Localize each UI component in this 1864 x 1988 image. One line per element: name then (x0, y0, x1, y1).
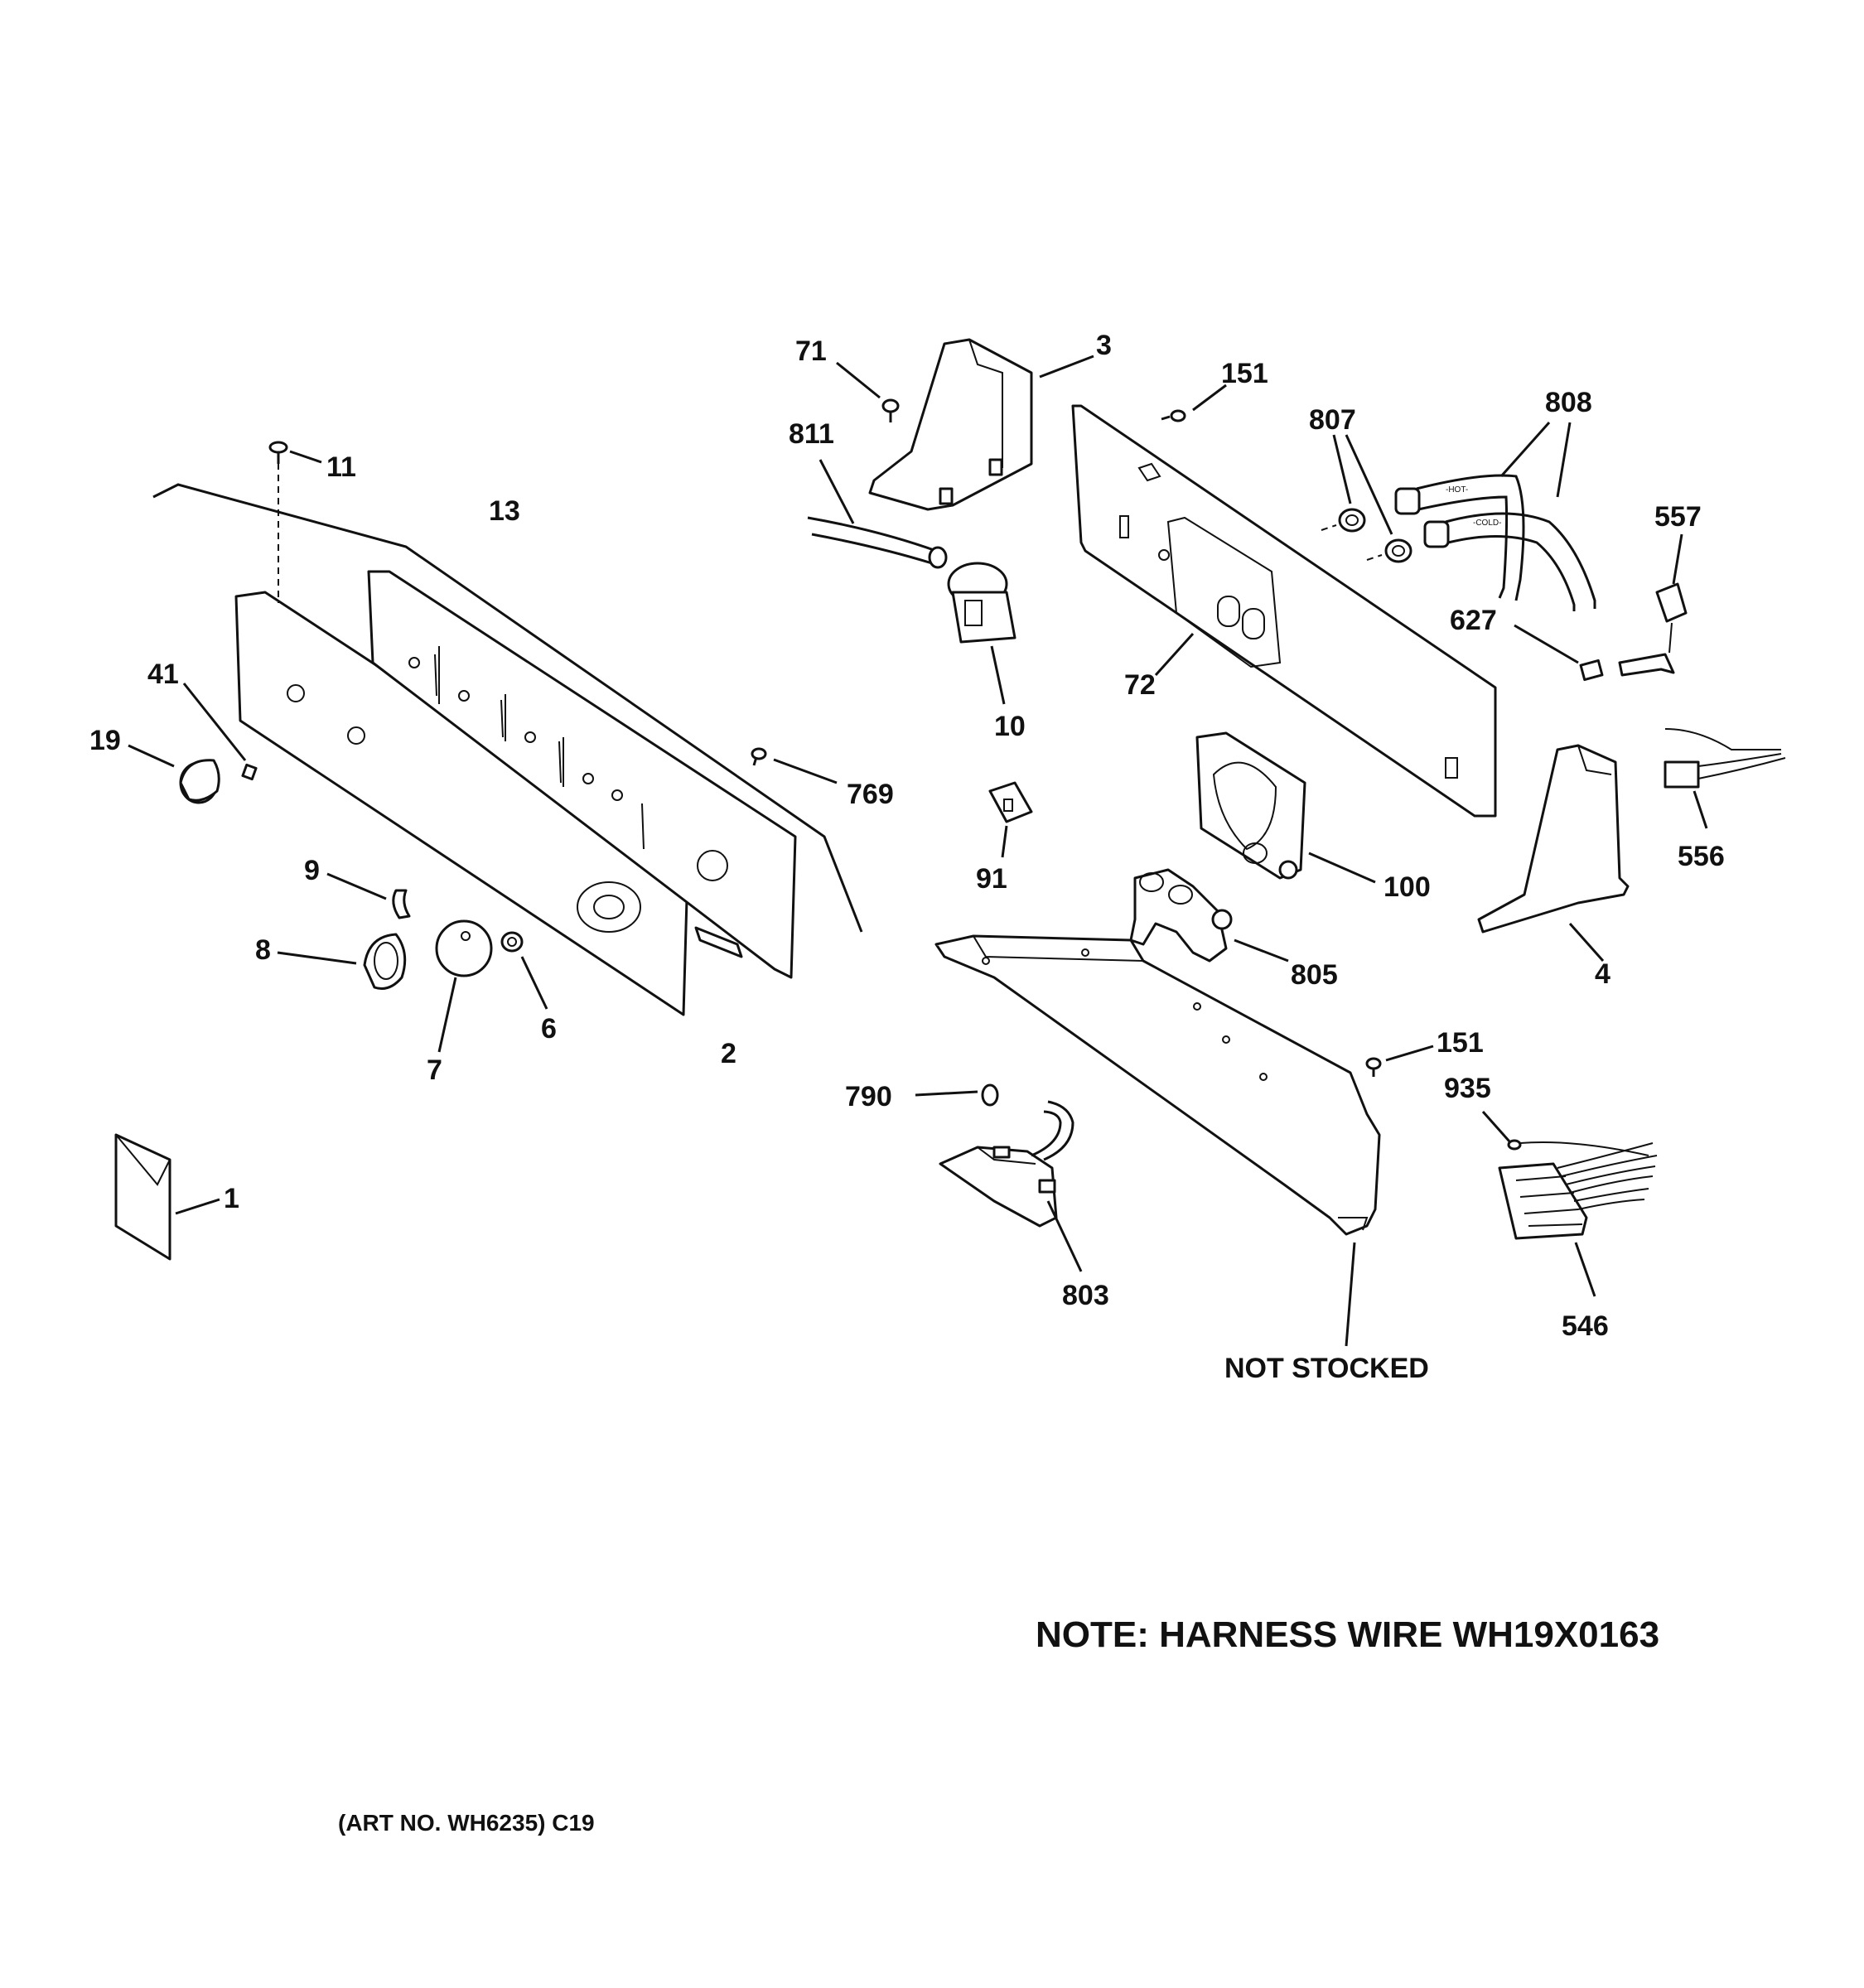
callout-8: 8 (255, 934, 271, 966)
part-2-control-bracket (367, 570, 797, 979)
callout-13: 13 (489, 495, 520, 527)
part-9-clip (326, 872, 411, 919)
callout-41: 41 (147, 659, 179, 690)
callout-100: 100 (1384, 871, 1431, 903)
callout-9: 9 (304, 855, 320, 886)
part-91-switch (988, 781, 1033, 858)
part-4-end-bracket (1477, 744, 1630, 962)
callout-807: 807 (1309, 404, 1356, 436)
part-11-screw (268, 441, 322, 464)
part-8-knob (277, 933, 407, 990)
part-100-timer (1195, 731, 1376, 884)
callout-2: 2 (721, 1038, 736, 1069)
callout-91: 91 (976, 863, 1007, 895)
part-808-hoses: -HOT- -COLD- (1394, 422, 1596, 611)
callout-6: 6 (541, 1013, 557, 1045)
callout-7: 7 (427, 1054, 442, 1086)
part-41-spring (182, 683, 258, 781)
part-807-washers (1321, 434, 1412, 563)
part-811-hose (807, 459, 948, 569)
callout-803: 803 (1062, 1280, 1109, 1311)
part-13-front-panel (234, 451, 689, 1016)
part-935-wire (1481, 1111, 1649, 1156)
callout-627: 627 (1450, 605, 1497, 636)
callout-10: 10 (994, 711, 1026, 742)
callout-811: 811 (789, 418, 834, 450)
part-557-plug (1618, 533, 1688, 677)
part-3-end-bracket (868, 338, 1094, 511)
art-number: (ART NO. WH6235) C19 (338, 1810, 595, 1836)
part-546-harness (1498, 1142, 1658, 1297)
part-1-literature (114, 1133, 220, 1261)
callout-151-bottom: 151 (1437, 1027, 1484, 1059)
part-790-clamp (915, 1083, 999, 1107)
callout-3: 3 (1096, 330, 1112, 361)
callout-556: 556 (1678, 841, 1725, 872)
callout-805: 805 (1291, 959, 1338, 991)
part-19-knob (128, 744, 220, 804)
part-71-screw (836, 361, 900, 422)
part-769-screw (751, 747, 838, 784)
callout-557: 557 (1654, 501, 1702, 533)
callout-546: 546 (1562, 1310, 1609, 1342)
part-151-screw-top (1161, 384, 1227, 422)
part-72-backsplash (1071, 404, 1497, 818)
part-10-pressure-switch (947, 562, 1017, 705)
base-bracket-not-stocked (934, 934, 1381, 1347)
cold-hose-label: -COLD- (1473, 519, 1501, 528)
part-7-dial (435, 919, 493, 1053)
part-6-nut (500, 931, 548, 1010)
callout-151-top: 151 (1221, 358, 1268, 389)
callout-1: 1 (224, 1183, 239, 1214)
callout-11: 11 (326, 451, 356, 483)
callout-935: 935 (1444, 1073, 1491, 1104)
console-outline (152, 483, 863, 933)
part-627-connector (1514, 624, 1604, 682)
callout-790: 790 (845, 1081, 892, 1112)
harness-note: NOTE: HARNESS WIRE WH19X0163 (1036, 1614, 1659, 1655)
callout-808: 808 (1545, 387, 1592, 418)
not-stocked-label: NOT STOCKED (1224, 1353, 1429, 1384)
part-805-water-valve (1129, 868, 1289, 963)
callout-19: 19 (89, 725, 121, 756)
part-151-screw-bottom (1365, 1045, 1434, 1077)
callout-4: 4 (1595, 958, 1610, 990)
hot-hose-label: -HOT- (1446, 485, 1468, 495)
callout-769: 769 (847, 779, 894, 810)
callout-71: 71 (795, 335, 827, 367)
part-556-wire (1664, 728, 1786, 829)
part-803-dispenser-drain (939, 1100, 1083, 1272)
callout-72: 72 (1124, 669, 1156, 701)
